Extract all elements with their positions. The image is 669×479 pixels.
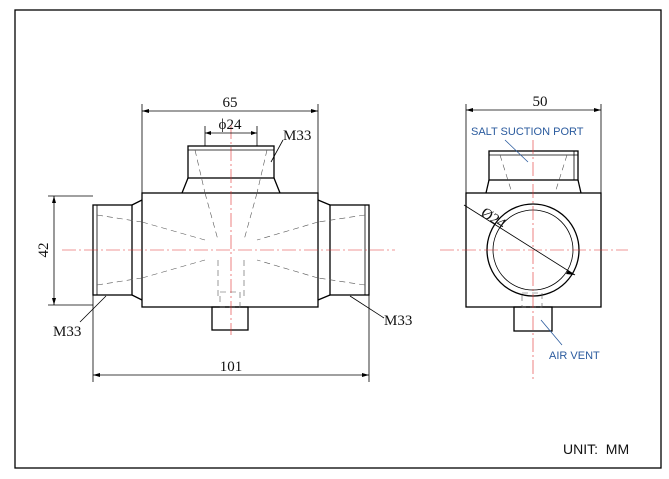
m33-top-leader: [270, 139, 284, 163]
air-vent-leader: [540, 319, 563, 346]
unit-label: UNIT: MM: [563, 441, 629, 457]
salt-suction-leader: [504, 139, 529, 163]
dim-phi24-front: ϕ24: [204, 117, 258, 146]
dim-42: 42: [36, 195, 93, 306]
front-view: 65 ϕ24 M33 42 M33 M33: [36, 95, 412, 382]
salt-suction-port-label: SALT SUCTION PORT: [471, 126, 584, 138]
front-internal-passages: [141, 192, 319, 300]
dim-65: 65: [141, 95, 319, 193]
m33-right-leader: [349, 295, 385, 319]
dim-101-label: 101: [220, 359, 243, 375]
dim-42-label: 42: [36, 243, 52, 258]
drawing-border: [14, 9, 662, 469]
dim-phi24-side-leader: [463, 204, 576, 276]
dim-50-label: 50: [533, 94, 548, 110]
m33-right-label: M33: [384, 313, 412, 329]
side-top-port: [485, 150, 582, 194]
m33-top-label: M33: [283, 128, 311, 144]
dim-phi24-front-label: ϕ24: [219, 117, 242, 133]
m33-left-label: M33: [53, 324, 81, 340]
front-bottom-vent: [211, 291, 249, 331]
side-view: Ø24 50 SALT SUCTION PORT AIR VENT: [440, 94, 628, 382]
dim-phi24-side-label: Ø24: [478, 205, 509, 233]
dim-65-label: 65: [223, 95, 238, 111]
dim-50: 50: [465, 94, 602, 193]
dim-101: 101: [92, 295, 370, 382]
air-vent-label: AIR VENT: [549, 350, 600, 362]
